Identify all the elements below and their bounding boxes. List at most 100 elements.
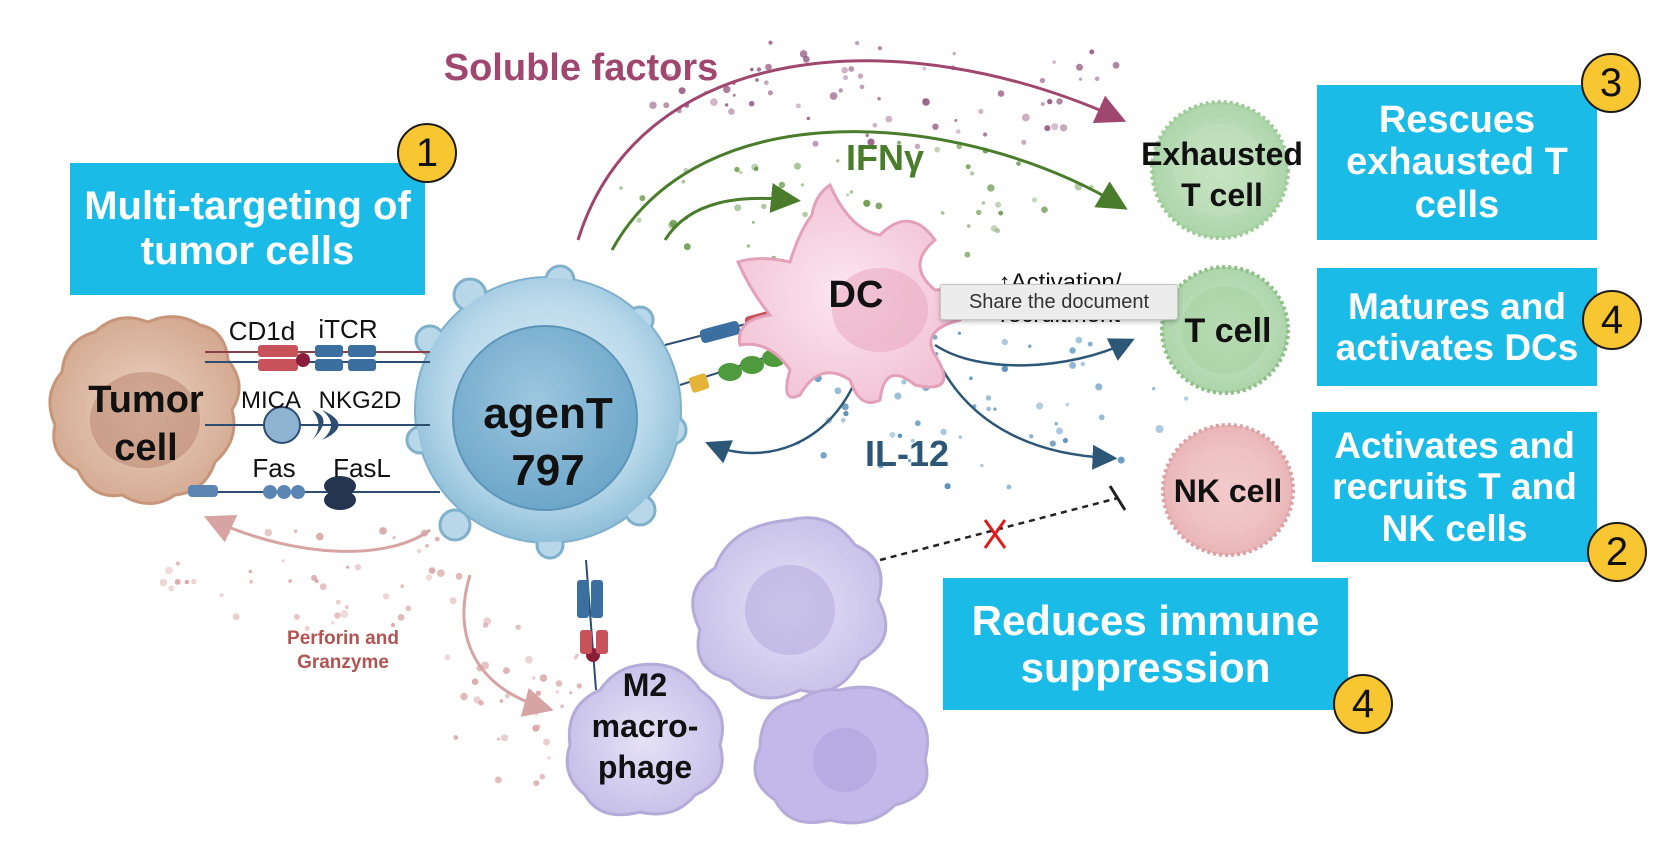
particle-dot [288, 579, 292, 583]
particle-dot [848, 66, 855, 72]
particle-dot [1021, 139, 1027, 145]
itcr-label: iTCR [318, 314, 377, 344]
particle-dot [778, 181, 786, 189]
particle-dot [734, 204, 742, 212]
tumor-cell-label-2: cell [114, 427, 177, 469]
macrophage-top [691, 516, 888, 700]
particle-dot [437, 569, 445, 577]
activates-recruits-text: Activates and recruits T and NK cells [1332, 424, 1577, 549]
particle-dot [877, 97, 881, 101]
dc-label: DC [829, 274, 884, 316]
exhausted-label: Exhausted [1141, 136, 1303, 172]
particle-dot [724, 103, 729, 107]
particle-dot [1059, 124, 1068, 132]
particle-dot [569, 691, 573, 695]
particle-dot [501, 734, 509, 742]
particle-dot [952, 51, 956, 56]
particle-dot [901, 379, 907, 385]
particle-dot [1049, 440, 1056, 447]
particle-dot [846, 193, 850, 197]
particle-dot [453, 735, 459, 740]
particle-dot [681, 179, 686, 184]
particle-dot [990, 225, 998, 232]
particle-dot [460, 692, 468, 701]
particle-dot [405, 605, 412, 612]
particle-dot [872, 122, 878, 128]
particle-dot [400, 584, 405, 589]
particle-dot [1117, 456, 1125, 464]
particle-dot [802, 211, 808, 218]
particle-dot [379, 527, 387, 535]
particle-dot [859, 84, 865, 90]
macro-label: macro- [592, 708, 699, 744]
particle-dot [636, 217, 642, 223]
particle-dot [889, 431, 896, 438]
particle-dot [748, 100, 755, 107]
particle-dot [503, 667, 510, 674]
agent-m2-receptor [577, 559, 608, 691]
share-tooltip: Share the document [940, 284, 1178, 320]
particle-dot [168, 585, 175, 592]
fas-fasl-receptor [188, 476, 440, 510]
m2-label: M2 [623, 667, 667, 703]
particle-dot [1098, 414, 1105, 421]
particle-dot [534, 711, 539, 716]
dendritic-cell [735, 182, 973, 404]
particle-dot [857, 73, 864, 79]
particle-dot [1001, 338, 1008, 346]
particle-dot [226, 531, 230, 535]
particle-dot [871, 146, 875, 150]
particle-dot [957, 331, 962, 335]
exhausted-tcell-label: T cell [1181, 177, 1263, 213]
particle-dot [174, 579, 181, 585]
ifng-label: IFNγ [846, 137, 924, 178]
particle-dot [535, 690, 541, 696]
particle-dot [800, 183, 805, 187]
particle-dot [802, 55, 810, 63]
particle-dot [734, 166, 740, 173]
particle-dot [532, 724, 540, 732]
particle-dot [663, 102, 670, 109]
particle-dot [482, 622, 489, 628]
particle-dot [958, 435, 963, 439]
particle-dot [754, 166, 759, 171]
particle-dot [449, 597, 457, 605]
particle-dot [794, 162, 801, 170]
particle-dot [767, 90, 773, 96]
rescues-text: Rescues exhausted T cells [1346, 98, 1568, 226]
particle-dot [478, 700, 484, 706]
m2-macrophage [565, 662, 724, 817]
inhibition-x-icon [983, 519, 1007, 549]
particle-dot [1056, 98, 1063, 105]
particle-dot [232, 613, 240, 621]
badge-4-suppression-text: 4 [1351, 681, 1375, 726]
particle-dot [795, 103, 801, 109]
badge-4-dc: 4 [1582, 290, 1642, 350]
il12-label: IL-12 [865, 433, 949, 474]
particle-dot [970, 171, 975, 176]
particle-dot [494, 776, 502, 784]
particle-dot [940, 211, 945, 215]
particle-dot [750, 67, 754, 72]
particle-dot [986, 406, 991, 412]
particle-dot [1006, 484, 1012, 490]
particle-dot [1031, 197, 1038, 203]
particle-dot [304, 625, 310, 632]
perforin-label: Perforin and [287, 628, 399, 649]
particle-dot [311, 574, 318, 581]
particle-dot [940, 428, 947, 436]
particle-dot [922, 98, 930, 106]
particle-dot [455, 572, 463, 580]
particle-dot [885, 115, 893, 123]
particle-dot [956, 143, 962, 150]
particle-dot [382, 593, 390, 600]
particle-dot [639, 195, 646, 202]
particle-dot [746, 244, 751, 248]
particle-dot [1094, 76, 1100, 82]
particle-dot [934, 146, 941, 153]
particle-dot [865, 133, 869, 138]
particle-dot [894, 392, 902, 400]
particle-dot [849, 190, 854, 194]
particle-dot [965, 164, 971, 170]
particle-dot [191, 578, 197, 585]
